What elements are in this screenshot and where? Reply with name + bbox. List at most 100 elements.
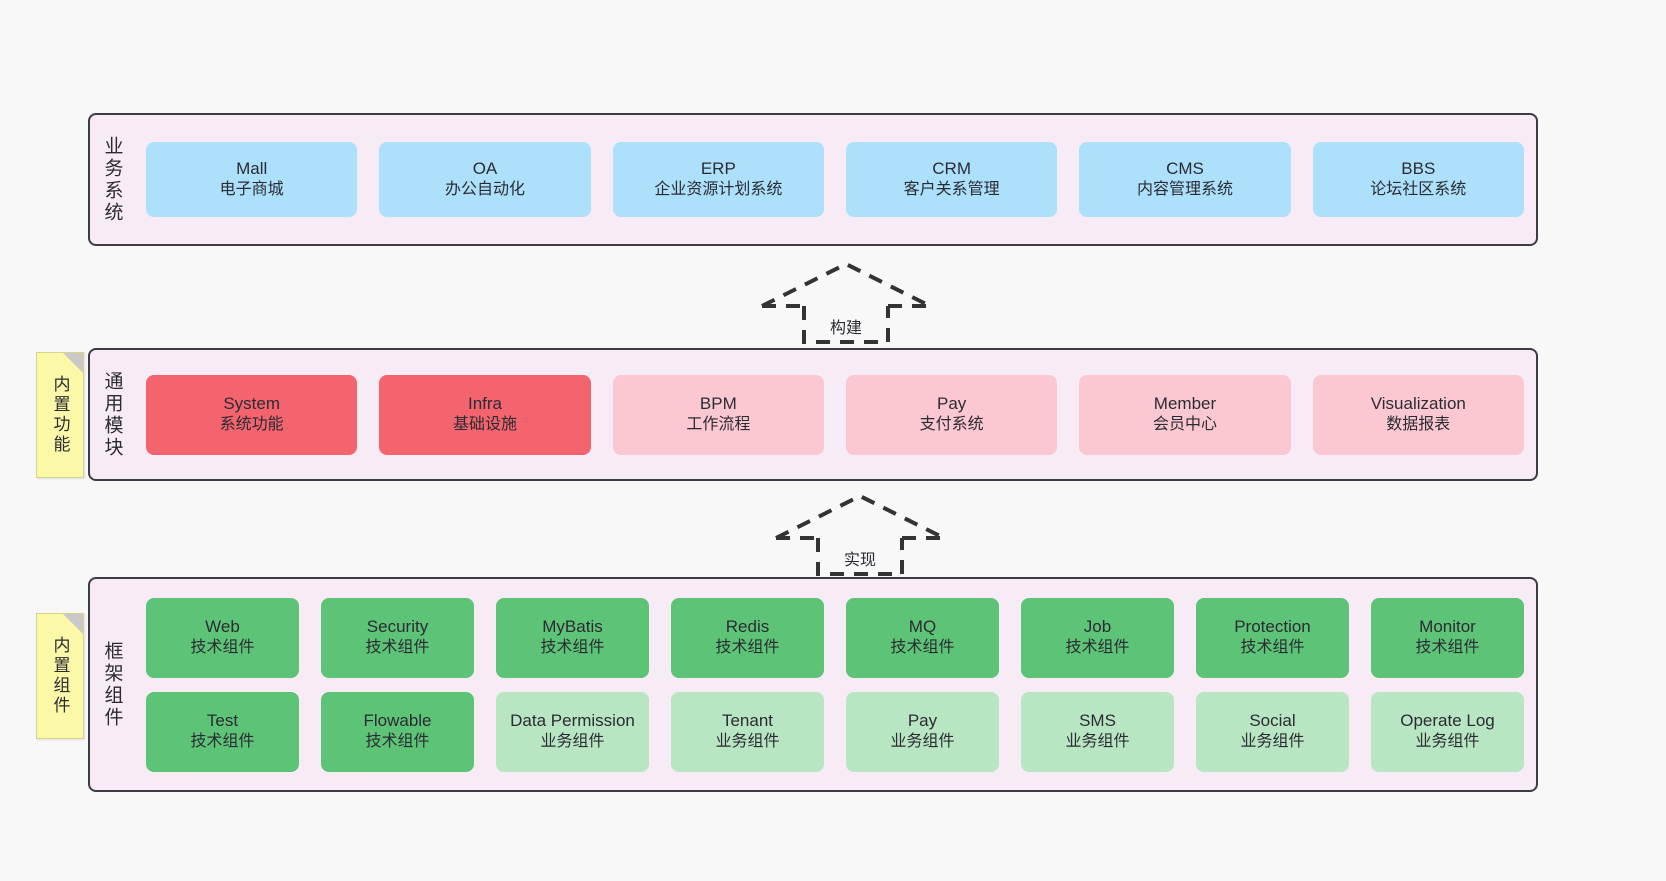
- node-operate-log-cn: 业务组件: [1415, 733, 1480, 751]
- node-sms-cn: 业务组件: [1065, 733, 1130, 751]
- connector-build: 构建: [756, 258, 936, 344]
- layer-framework-component: 框架组件 Web 技术组件 Security 技术组件 MyBatis 技术组件…: [88, 577, 1538, 792]
- node-test-en: Test: [206, 711, 239, 731]
- layer-business-system: 业务系统 Mall 电子商城 OA 办公自动化 ERP 企业资源计划系统 CRM…: [88, 113, 1538, 246]
- layer-framework-business-row: Test 技术组件 Flowable 技术组件 Data Permission …: [146, 691, 1524, 772]
- node-operate-log-en: Operate Log: [1400, 711, 1495, 731]
- node-security[interactable]: Security 技术组件: [321, 597, 474, 678]
- node-member-cn: 会员中心: [1152, 416, 1217, 434]
- node-job[interactable]: Job 技术组件: [1021, 597, 1174, 678]
- node-flowable-en: Flowable: [363, 711, 432, 731]
- node-job-cn: 技术组件: [1065, 639, 1130, 657]
- node-mq-cn: 技术组件: [890, 639, 955, 657]
- note-builtin-function: 内置功能: [36, 352, 84, 478]
- node-system[interactable]: System 系统功能: [146, 374, 358, 455]
- node-social-en: Social: [1249, 711, 1296, 731]
- layer-common-module-row: System 系统功能 Infra 基础设施 BPM 工作流程 Pay 支付系统…: [146, 374, 1524, 455]
- node-mq[interactable]: MQ 技术组件: [846, 597, 999, 678]
- node-mybatis[interactable]: MyBatis 技术组件: [496, 597, 649, 678]
- node-crm-en: CRM: [932, 159, 971, 179]
- node-security-cn: 技术组件: [365, 639, 430, 657]
- node-system-en: System: [223, 394, 280, 414]
- layer-framework-component-body: Web 技术组件 Security 技术组件 MyBatis 技术组件 Redi…: [134, 579, 1536, 790]
- node-oa[interactable]: OA 办公自动化: [379, 142, 591, 217]
- node-bbs-en: BBS: [1401, 159, 1436, 179]
- node-test[interactable]: Test 技术组件: [146, 691, 299, 772]
- node-monitor[interactable]: Monitor 技术组件: [1371, 597, 1524, 678]
- node-mq-en: MQ: [908, 617, 937, 637]
- node-flowable[interactable]: Flowable 技术组件: [321, 691, 474, 772]
- node-mall-cn: 电子商城: [219, 181, 284, 199]
- connector-implement: 实现: [770, 490, 950, 576]
- node-data-permission-cn: 业务组件: [540, 733, 605, 751]
- layer-framework-tech-row: Web 技术组件 Security 技术组件 MyBatis 技术组件 Redi…: [146, 597, 1524, 678]
- node-operate-log[interactable]: Operate Log 业务组件: [1371, 691, 1524, 772]
- connector-implement-label: 实现: [843, 552, 877, 569]
- node-data-permission[interactable]: Data Permission 业务组件: [496, 691, 649, 772]
- node-oa-cn: 办公自动化: [444, 181, 525, 199]
- node-cms-cn: 内容管理系统: [1136, 181, 1233, 199]
- node-tenant-en: Tenant: [721, 711, 774, 731]
- layer-framework-component-title: 框架组件: [101, 640, 123, 729]
- node-web[interactable]: Web 技术组件: [146, 597, 299, 678]
- node-bpm-en: BPM: [699, 394, 737, 414]
- layer-common-module-title: 通用模块: [101, 370, 123, 459]
- connector-build-label: 构建: [829, 320, 863, 337]
- node-bbs[interactable]: BBS 论坛社区系统: [1312, 142, 1524, 217]
- node-security-en: Security: [366, 617, 429, 637]
- node-infra-en: Infra: [467, 394, 502, 414]
- layer-common-module-body: System 系统功能 Infra 基础设施 BPM 工作流程 Pay 支付系统…: [134, 350, 1536, 479]
- node-member[interactable]: Member 会员中心: [1079, 374, 1291, 455]
- layer-business-system-title: 业务系统: [101, 135, 123, 224]
- node-mall-en: Mall: [236, 159, 268, 179]
- node-sms[interactable]: SMS 业务组件: [1021, 691, 1174, 772]
- node-bpm[interactable]: BPM 工作流程: [612, 374, 824, 455]
- node-redis[interactable]: Redis 技术组件: [671, 597, 824, 678]
- node-redis-en: Redis: [725, 617, 770, 637]
- node-social[interactable]: Social 业务组件: [1196, 691, 1349, 772]
- generalization-arrow-icon: [775, 493, 945, 576]
- node-protection[interactable]: Protection 技术组件: [1196, 597, 1349, 678]
- node-job-en: Job: [1083, 617, 1112, 637]
- node-social-cn: 业务组件: [1240, 733, 1305, 751]
- node-crm-cn: 客户关系管理: [903, 181, 1000, 199]
- node-oa-en: OA: [472, 159, 498, 179]
- node-erp[interactable]: ERP 企业资源计划系统: [612, 142, 824, 217]
- node-mybatis-en: MyBatis: [542, 617, 603, 637]
- node-pay-module[interactable]: Pay 支付系统: [845, 374, 1058, 455]
- node-redis-cn: 技术组件: [715, 639, 780, 657]
- node-flowable-cn: 技术组件: [365, 733, 430, 751]
- generalization-arrow-icon: [761, 261, 931, 344]
- node-pay-module-cn: 支付系统: [919, 416, 984, 434]
- layer-business-system-row: Mall 电子商城 OA 办公自动化 ERP 企业资源计划系统 CRM 客户关系…: [146, 142, 1524, 217]
- node-infra[interactable]: Infra 基础设施: [379, 374, 591, 455]
- node-member-en: Member: [1153, 394, 1217, 414]
- node-pay-component-cn: 业务组件: [890, 733, 955, 751]
- node-web-cn: 技术组件: [190, 639, 255, 657]
- node-cms[interactable]: CMS 内容管理系统: [1079, 142, 1291, 217]
- node-system-cn: 系统功能: [219, 416, 284, 434]
- node-tenant-cn: 业务组件: [715, 733, 780, 751]
- node-erp-cn: 企业资源计划系统: [654, 181, 783, 199]
- layer-common-module: 通用模块 System 系统功能 Infra 基础设施 BPM 工作流程 Pay…: [88, 348, 1538, 481]
- node-visualization[interactable]: Visualization 数据报表: [1312, 374, 1524, 455]
- node-test-cn: 技术组件: [190, 733, 255, 751]
- node-erp-en: ERP: [700, 159, 736, 179]
- node-mall[interactable]: Mall 电子商城: [146, 142, 358, 217]
- node-tenant[interactable]: Tenant 业务组件: [671, 691, 824, 772]
- node-cms-en: CMS: [1166, 159, 1204, 179]
- node-bpm-cn: 工作流程: [686, 416, 751, 434]
- node-crm[interactable]: CRM 客户关系管理: [845, 142, 1058, 217]
- node-bbs-cn: 论坛社区系统: [1370, 181, 1467, 199]
- node-sms-en: SMS: [1079, 711, 1116, 731]
- node-pay-component[interactable]: Pay 业务组件: [846, 691, 999, 772]
- note-builtin-component-label: 内置组件: [50, 636, 70, 716]
- node-pay-component-en: Pay: [907, 711, 938, 731]
- node-visualization-cn: 数据报表: [1386, 416, 1451, 434]
- node-monitor-en: Monitor: [1419, 617, 1476, 637]
- node-mybatis-cn: 技术组件: [540, 639, 605, 657]
- node-web-en: Web: [205, 617, 240, 637]
- node-pay-module-en: Pay: [937, 394, 967, 414]
- node-data-permission-en: Data Permission: [510, 711, 635, 731]
